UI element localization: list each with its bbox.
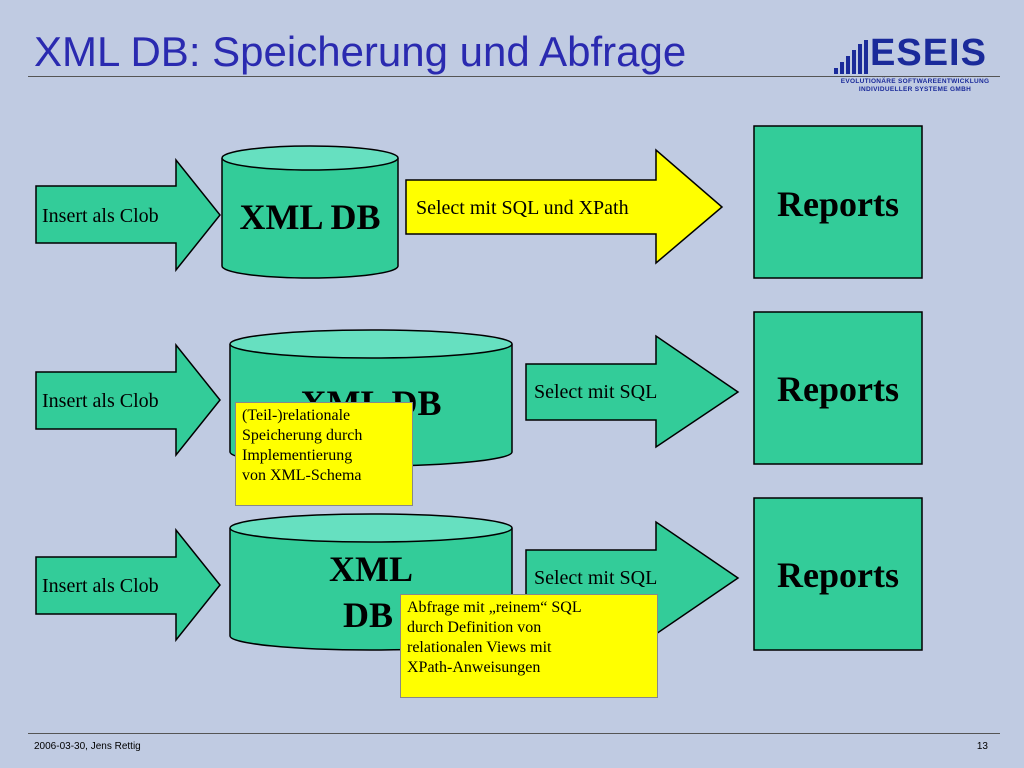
reports-label-1: Reports [777, 184, 899, 224]
note-relational-storage: (Teil-)relationale Speicherung durch Imp… [235, 402, 413, 506]
logo-bars-icon [834, 40, 870, 74]
insert-arrow-1 [35, 157, 221, 273]
logo-wordmark: ESEIS [870, 32, 987, 74]
db-label-1: XML DB [239, 197, 381, 237]
insert-label-3: Insert als Clob [42, 575, 159, 597]
page-number: 13 [976, 741, 988, 752]
insert-arrow-3 [35, 527, 221, 643]
reports-box-1 [753, 125, 923, 279]
footer-date-author: 2006-03-30, Jens Rettig [34, 741, 141, 752]
insert-label-2: Insert als Clob [42, 390, 159, 412]
db-label-3-line2: DB [343, 595, 394, 635]
insert-label-1: Insert als Clob [42, 205, 159, 227]
insert-arrow-2 [35, 342, 221, 458]
select-arrow-1 [405, 148, 724, 265]
footer-divider [28, 733, 1000, 734]
reports-box-2 [753, 311, 923, 465]
note-pure-sql: Abfrage mit „reinem“ SQL durch Definitio… [400, 594, 658, 698]
reports-label-3: Reports [777, 555, 899, 595]
select-arrow-2 [525, 334, 740, 449]
title-divider [28, 76, 1000, 77]
logo-tagline-1: EVOLUTIONÄRE SOFTWAREENTWICKLUNG [840, 78, 990, 85]
reports-box-3 [753, 497, 923, 651]
db-label-3-line1: XML [329, 549, 413, 589]
xml-db-cylinder-1 [221, 145, 399, 279]
reports-label-2: Reports [777, 369, 899, 409]
eseis-logo: ESEIS EVOLUTIONÄRE SOFTWAREENTWICKLUNG I… [834, 32, 996, 96]
select-label-1: Select mit SQL und XPath [416, 197, 629, 219]
slide-title: XML DB: Speicherung und Abfrage [34, 28, 687, 75]
select-label-3: Select mit SQL [534, 567, 658, 589]
logo-tagline-2: INDIVIDUELLER SYSTEME GMBH [858, 86, 972, 93]
select-label-2: Select mit SQL [534, 381, 658, 403]
